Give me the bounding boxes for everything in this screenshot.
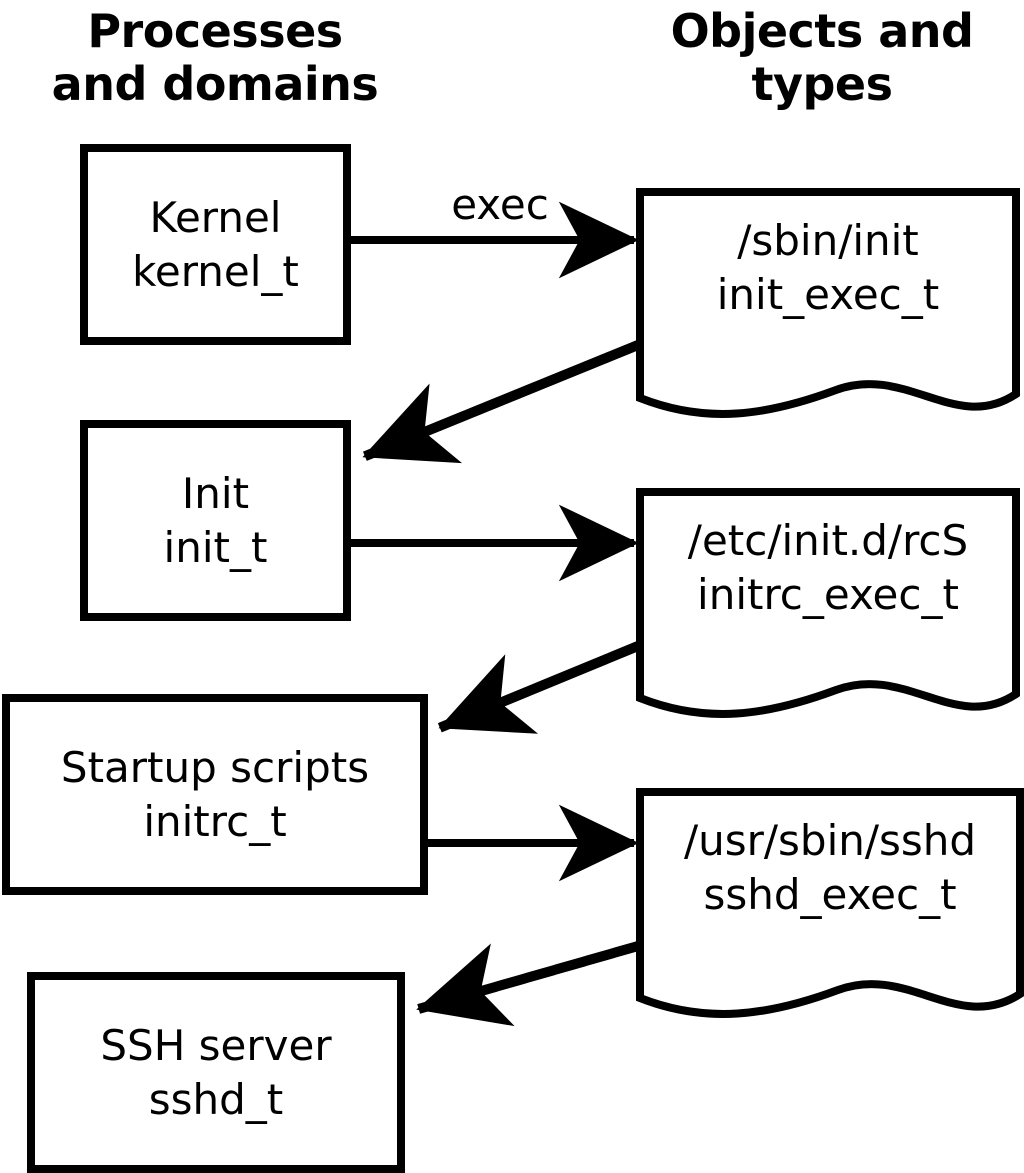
- process-node-init-label: Init init_t: [163, 468, 268, 572]
- edge-init-exec-to-init: [361, 338, 645, 464]
- edge-initrc-exec-to-initrc: [437, 639, 645, 734]
- column-header-processes: Processes and domains: [51, 4, 379, 111]
- process-node-startup-scripts[interactable]: Startup scripts initrc_t: [2, 694, 428, 895]
- process-node-init[interactable]: Init init_t: [80, 420, 351, 621]
- object-node-sshd-exec[interactable]: /usr/sbin/sshd sshd_exec_t: [636, 788, 1024, 1028]
- edge-label-exec: exec: [451, 180, 549, 229]
- process-node-ssh-server-label: SSH server sshd_t: [100, 1020, 332, 1124]
- process-node-kernel[interactable]: Kernel kernel_t: [80, 144, 351, 345]
- process-node-startup-scripts-label: Startup scripts initrc_t: [60, 742, 370, 846]
- process-node-kernel-label: Kernel kernel_t: [132, 192, 299, 296]
- object-node-initrc-exec[interactable]: /etc/init.d/rcS initrc_exec_t: [636, 488, 1020, 728]
- edge-sshd-exec-to-sshd: [415, 939, 645, 1027]
- object-node-init-exec[interactable]: /sbin/init init_exec_t: [636, 188, 1020, 428]
- process-node-ssh-server[interactable]: SSH server sshd_t: [27, 972, 405, 1173]
- column-header-objects: Objects and types: [670, 4, 974, 111]
